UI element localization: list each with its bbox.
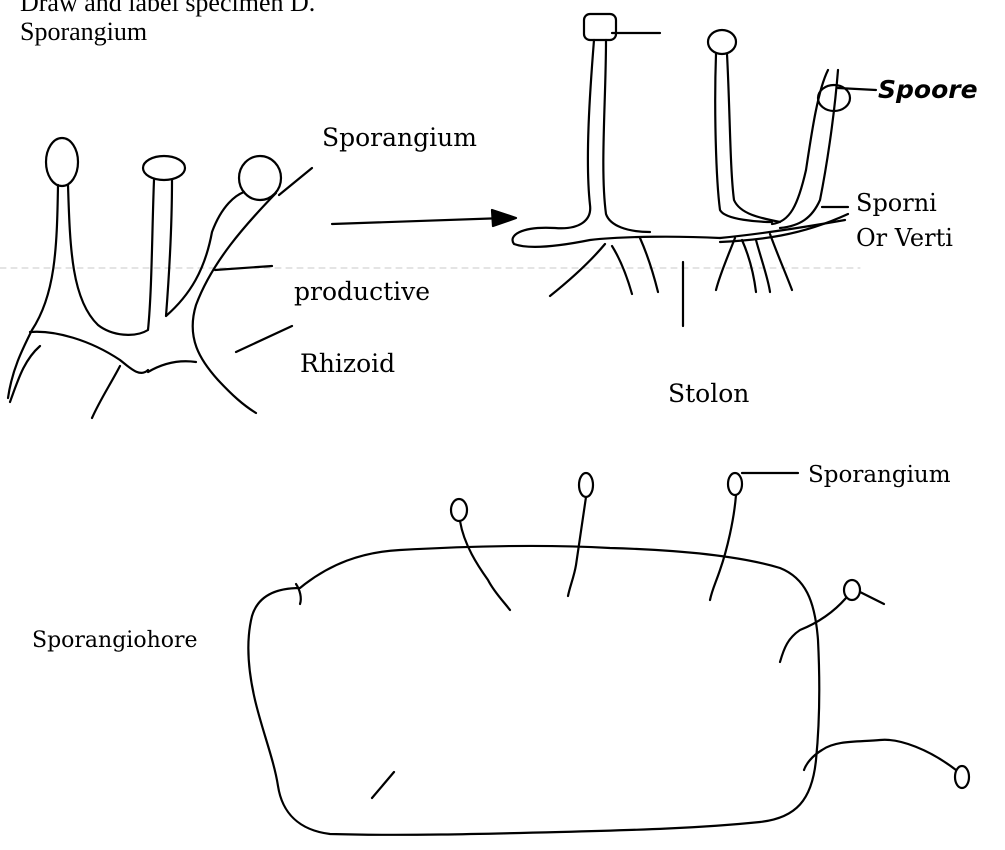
figure-c-mass: Sporangium Sporangiohore — [32, 462, 969, 835]
fig-c-outline — [248, 546, 819, 835]
fig-a-root-left — [30, 332, 148, 373]
fig-a-sporangium-left — [46, 138, 78, 186]
arrow-head-icon — [492, 210, 516, 226]
fig-c-sporangium-4-tail — [860, 592, 884, 604]
fig-b-label-stolon: Stolon — [668, 379, 749, 408]
fig-c-sporangium-1 — [451, 499, 467, 521]
fig-b-sporangium-middle — [708, 30, 736, 54]
figure-a-rhizopus-simple: Sporangium productive Rhizoid — [8, 123, 477, 418]
fig-b-middle-stalk — [715, 54, 772, 222]
fig-b-label-spore: Spoore — [878, 75, 978, 104]
fig-a-sporangium-leader — [279, 168, 312, 195]
fig-a-middle-right-stalk — [166, 180, 244, 316]
fig-a-right-outer — [193, 193, 276, 413]
fig-c-stalk-3 — [710, 495, 736, 600]
fig-c-stalk-5 — [804, 740, 956, 770]
fig-a-root-right — [148, 361, 196, 372]
fig-b-rhizoids-right — [716, 234, 792, 292]
fig-c-sporangium-3 — [728, 473, 742, 495]
fig-c-sporangium-2 — [579, 473, 593, 497]
fig-a-root-bottom — [92, 366, 120, 418]
fig-b-left-stalk-inner — [603, 40, 650, 232]
fig-a-left-outline — [8, 185, 58, 398]
fig-c-stalk-1 — [460, 521, 510, 610]
fig-b-rhizoids-left — [550, 238, 658, 296]
fig-c-inner-mark — [372, 772, 394, 798]
fig-a-left-inner — [68, 180, 154, 335]
figure-b-rhizopus-stolon: Spoore Sporni Or Verti Stolon — [513, 14, 978, 408]
fig-b-middle-stalk-inner — [727, 54, 780, 222]
fig-a-root-arm — [10, 346, 40, 402]
fig-b-left-stalk-outer — [513, 40, 720, 247]
fig-a-label-rhizoid: Rhizoid — [300, 349, 395, 378]
fig-c-label-sporangiophore: Sporangiohore — [32, 628, 198, 653]
fig-b-label-or-verti: Or Verti — [856, 224, 953, 252]
fig-c-sporangium-5 — [955, 766, 969, 788]
fig-a-label-productive: productive — [294, 277, 430, 306]
fig-b-label-sporni: Sporni — [856, 189, 937, 217]
fig-a-sporangium-middle — [143, 156, 185, 180]
fig-a-rhizoid-leader — [236, 326, 292, 352]
fig-c-label-sporangium: Sporangium — [808, 462, 951, 488]
fig-b-spore-leader — [838, 88, 876, 90]
fig-b-sporangium-top — [584, 14, 616, 40]
fig-a-label-sporangium: Sporangium — [322, 123, 477, 152]
transition-arrow — [332, 210, 516, 226]
